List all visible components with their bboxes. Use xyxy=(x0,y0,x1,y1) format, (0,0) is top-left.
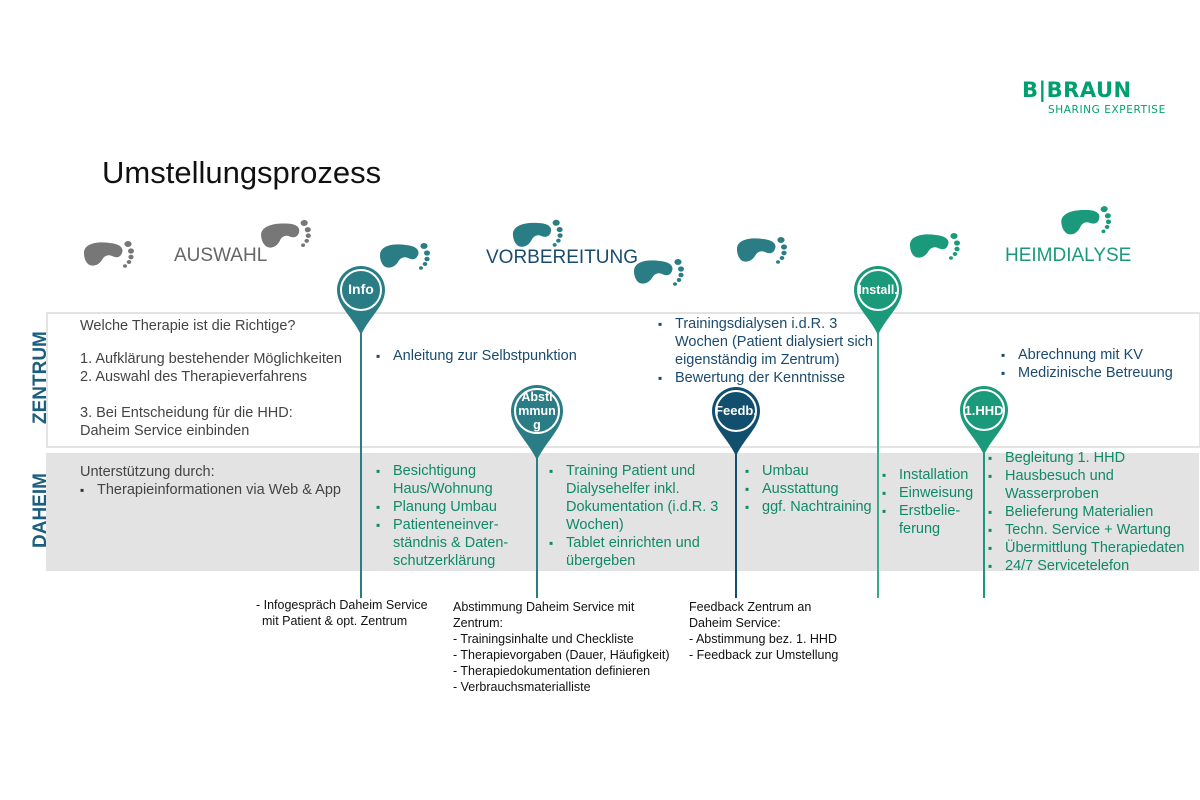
list-item: Patienteneinver-ständnis & Daten-schutze… xyxy=(376,516,526,570)
pin-install-label: Install. xyxy=(858,283,898,297)
phase-vorbereitung: VORBEREITUNG xyxy=(486,247,639,268)
list-item: Installation xyxy=(882,466,982,484)
note-line: - Therapiedokumentation definieren xyxy=(453,664,651,678)
list-item: Belieferung Materialien xyxy=(988,503,1198,521)
list-item: Hausbesuch und Wasserproben xyxy=(988,467,1198,503)
note-info: - Infogespräch Daheim Service mit Patien… xyxy=(256,597,428,629)
note-line: - Infogespräch Daheim Service xyxy=(256,598,428,612)
note-line: Abstimmung Daheim Service mit xyxy=(453,600,635,614)
note-line: Zentrum: xyxy=(453,616,504,630)
note-line: - Abstimmung bez. 1. HHD xyxy=(689,632,837,646)
brand-logo: B|BRAUN xyxy=(1022,78,1132,102)
pin-hhd xyxy=(960,386,1008,455)
note-line: - Therapievorgaben (Dauer, Häufigkeit) xyxy=(453,648,670,662)
pin-hhd-label: 1.HHD xyxy=(964,403,1004,418)
list-item: Besichtigung Haus/Wohnung xyxy=(376,462,526,498)
list-item: Training Patient und Dialysehelfer inkl.… xyxy=(549,462,729,534)
note-abstimmung: Abstimmung Daheim Service mit Zentrum: -… xyxy=(453,599,670,695)
pin-install xyxy=(854,266,902,335)
list-item: Techn. Service + Wartung xyxy=(988,521,1198,539)
pin-abstimmung-line: mmun xyxy=(518,404,556,418)
zentrum-steps: 1. Aufklärung bestehender Möglichkeiten … xyxy=(80,350,342,386)
zentrum-col4-list: Trainingsdialysen i.d.R. 3 Wochen (Patie… xyxy=(658,315,884,387)
pin-abstimmung-line: g xyxy=(533,418,541,432)
list-item: Planung Umbau xyxy=(376,498,526,516)
list-item: Begleitung 1. HHD xyxy=(988,449,1198,467)
zentrum-step: 2. Auswahl des Therapieverfahrens xyxy=(80,369,308,385)
pin-abstimmung-label: Absti mmun g xyxy=(511,390,563,432)
note-line: mit Patient & opt. Zentrum xyxy=(262,614,408,628)
zentrum-step3: 3. Bei Entscheidung für die HHD: Daheim … xyxy=(80,404,293,440)
daheim-col2-list: Besichtigung Haus/Wohnung Planung Umbau … xyxy=(376,462,526,570)
zentrum-step3-line: Daheim Service einbinden xyxy=(80,423,250,439)
page-title: Umstellungsprozess xyxy=(102,155,382,190)
list-item: Erstbelie-ferung xyxy=(882,502,982,538)
list-item: Trainingsdialysen i.d.R. 3 Wochen (Patie… xyxy=(658,315,884,369)
zentrum-step3-line: 3. Bei Entscheidung für die HHD: xyxy=(80,405,293,421)
daheim-intro: Unterstützung durch: xyxy=(80,464,215,480)
list-item: Therapieinformationen via Web & App xyxy=(80,481,360,499)
zentrum-question: Welche Therapie ist die Richtige? xyxy=(80,318,296,334)
pin-feedback xyxy=(712,387,760,456)
list-item: Tablet einrichten und übergeben xyxy=(549,534,729,570)
note-line: - Feedback zur Umstellung xyxy=(689,648,839,662)
brand-tagline: SHARING EXPERTISE xyxy=(1048,104,1166,116)
note-feedback: Feedback Zentrum an Daheim Service: - Ab… xyxy=(689,599,838,663)
zentrum-step: 1. Aufklärung bestehender Möglichkeiten xyxy=(80,351,342,367)
list-item: Umbau xyxy=(745,462,885,480)
daheim-col6-list: Begleitung 1. HHD Hausbesuch und Wasserp… xyxy=(988,449,1198,575)
list-item: 24/7 Servicetelefon xyxy=(988,557,1198,575)
phase-auswahl: AUSWAHL xyxy=(174,245,268,266)
pin-abstimmung xyxy=(511,385,563,460)
daheim-col5-list: Installation Einweisung Erstbelie-ferung xyxy=(882,466,982,538)
daheim-col3-list: Training Patient und Dialysehelfer inkl.… xyxy=(549,462,729,570)
list-item: ggf. Nachtraining xyxy=(745,498,885,516)
pin-feedback-label: Feedb. xyxy=(715,403,757,418)
daheim-col4-list: Umbau Ausstattung ggf. Nachtraining xyxy=(745,462,885,516)
list-item: Anleitung zur Selbstpunktion xyxy=(376,347,616,365)
pin-info xyxy=(337,266,385,335)
zentrum-col7-list: Abrechnung mit KV Medizinische Betreuung xyxy=(1001,346,1191,382)
zentrum-col2-list: Anleitung zur Selbstpunktion xyxy=(376,347,616,365)
phase-heimdialyse: HEIMDIALYSE xyxy=(1005,245,1132,266)
daheim-col1-list: Therapieinformationen via Web & App xyxy=(80,481,360,499)
list-item: Bewertung der Kenntnisse xyxy=(658,369,884,387)
list-item: Ausstattung xyxy=(745,480,885,498)
list-item: Übermittlung Therapiedaten xyxy=(988,539,1198,557)
pin-info-label: Info xyxy=(348,281,374,297)
note-line: - Verbrauchsmaterialliste xyxy=(453,680,591,694)
pin-abstimmung-line: Absti xyxy=(521,390,553,404)
list-item: Abrechnung mit KV xyxy=(1001,346,1191,364)
note-line: Daheim Service: xyxy=(689,616,781,630)
note-line: - Trainingsinhalte und Checkliste xyxy=(453,632,634,646)
list-item: Medizinische Betreuung xyxy=(1001,364,1191,382)
note-line: Feedback Zentrum an xyxy=(689,600,812,614)
list-item: Einweisung xyxy=(882,484,982,502)
